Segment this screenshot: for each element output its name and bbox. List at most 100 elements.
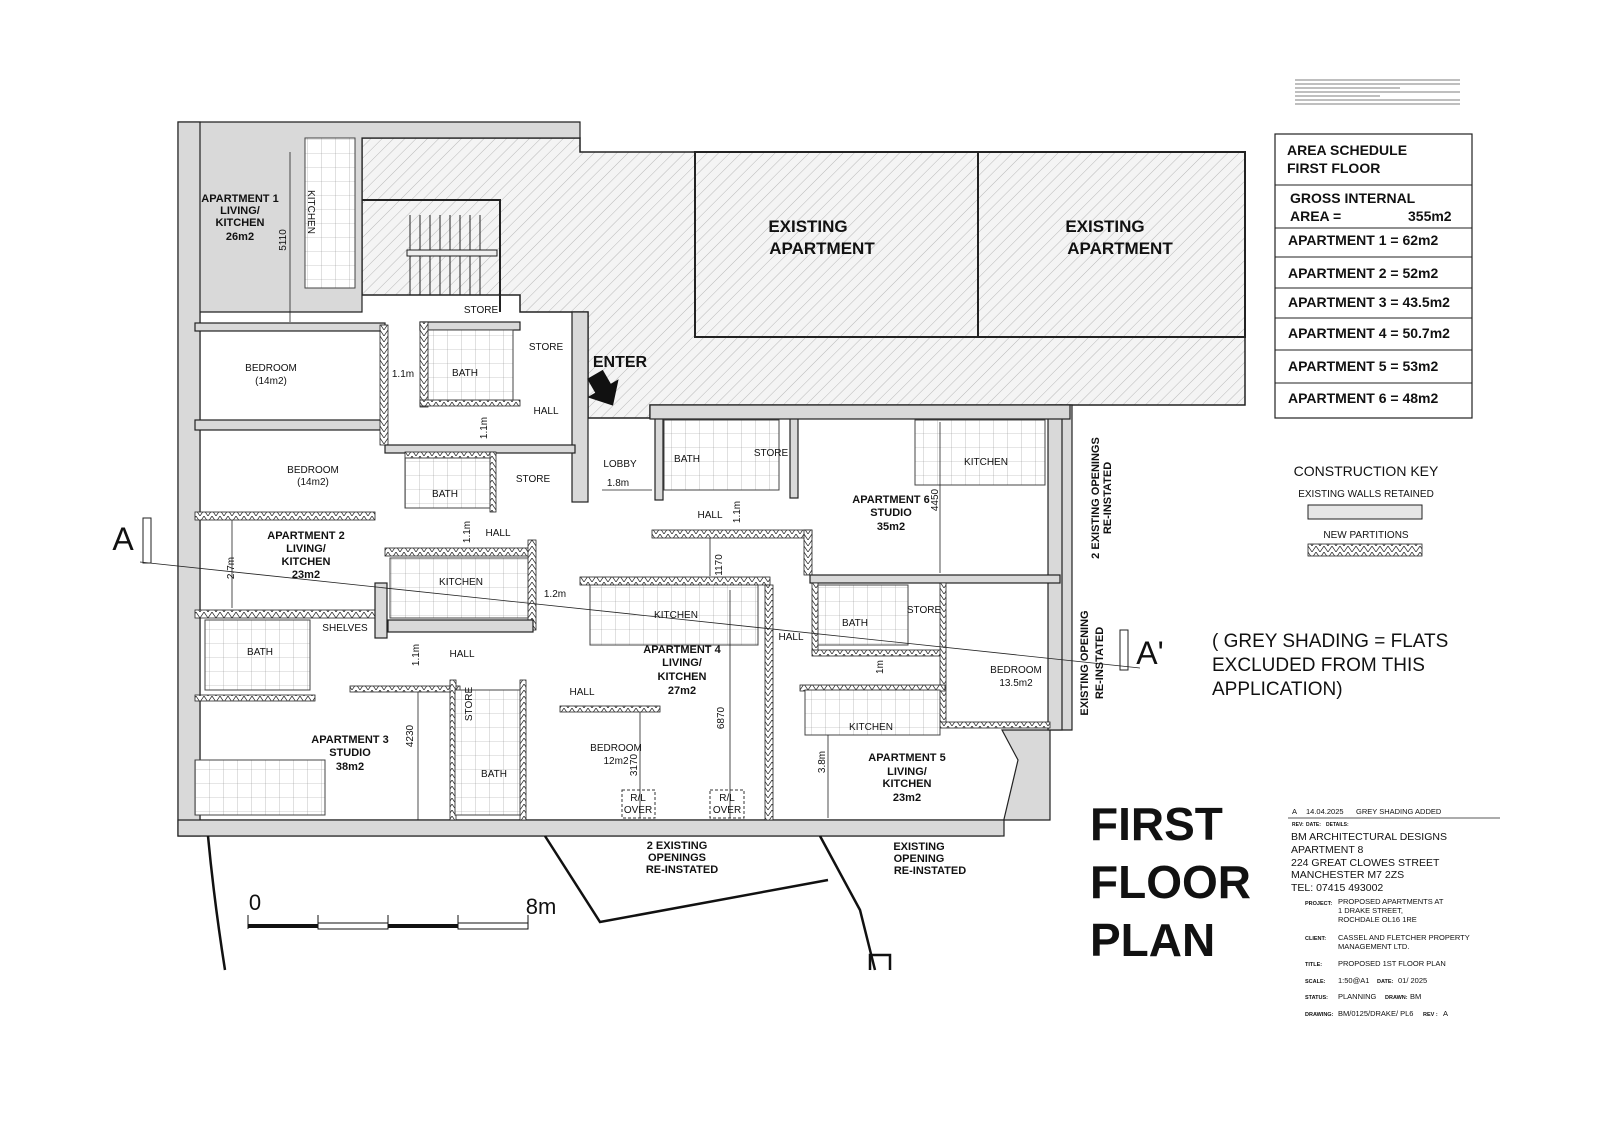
drawing-text: FIRST	[1090, 798, 1223, 850]
drawing-text: DATE:	[1306, 822, 1321, 828]
drawing-text: KITCHEN	[883, 778, 932, 790]
section-end-label: A'	[1136, 635, 1163, 671]
rooflight-over: R/L OVER	[709, 789, 745, 819]
drawing-text: RE-INSTATED	[894, 865, 966, 877]
drawing-text: LIVING/	[887, 766, 927, 778]
drawing-text: 2 EXISTING	[647, 840, 708, 852]
dimension-lines	[231, 152, 941, 820]
drawing-text: RE-INSTATED	[646, 864, 718, 876]
drawing-title: FIRST FLOOR PLAN	[1090, 798, 1251, 966]
drawing-text: APPLICATION)	[1212, 679, 1343, 700]
drawing-text: APARTMENT 4	[643, 644, 721, 656]
room-apartment-6: APARTMENT 6 STUDIO 35m2	[852, 494, 929, 533]
drawing-text: TITLE:	[1305, 962, 1322, 968]
drawing-text: STUDIO	[329, 747, 371, 759]
drawing-text: OPENING	[894, 853, 945, 865]
gross-area-label: AREA =	[1290, 208, 1341, 224]
bath-label: BATH	[432, 489, 458, 500]
drawing-text: 26m2	[226, 231, 254, 243]
bedroom-label: BEDROOM	[990, 665, 1042, 676]
drawing-text: REV:	[1292, 822, 1304, 828]
enter-label: ENTER	[593, 354, 648, 371]
drawing-text: 2 EXISTING OPENINGS	[1090, 437, 1102, 559]
kitchen-label: KITCHEN	[654, 610, 698, 621]
scale-bar: 0 8m	[247, 890, 557, 930]
kitchen-label: KITCHEN	[439, 577, 483, 588]
hall-label: HALL	[449, 649, 474, 660]
existing-apartment-label: APARTMENT	[769, 239, 875, 258]
dimension-label: 2.7m	[226, 557, 237, 579]
drawing-text: FLOOR	[1090, 856, 1251, 908]
schedule-row: APARTMENT 5 = 53m2	[1288, 358, 1438, 374]
schedule-title: FIRST FLOOR	[1287, 160, 1380, 176]
bath-label: BATH	[452, 368, 478, 379]
drawing-text: 1 DRAKE STREET,	[1338, 906, 1403, 915]
drawing-text: STUDIO	[870, 507, 912, 519]
drawing-text: 01/ 2025	[1398, 976, 1427, 985]
drawing-text: KITCHEN	[282, 556, 331, 568]
schedule-title: AREA SCHEDULE	[1287, 142, 1407, 158]
interior-walls	[194, 311, 1071, 821]
dimension-label: 3170	[629, 753, 640, 776]
section-line-a	[139, 517, 1141, 671]
construction-key: CONSTRUCTION KEY EXISTING WALLS RETAINED…	[1294, 463, 1439, 557]
bath-label: BATH	[481, 769, 507, 780]
drawing-text: 35m2	[877, 521, 905, 533]
drawing-text: APARTMENT 8	[1291, 844, 1364, 856]
bedroom-area: 13.5m2	[999, 678, 1033, 689]
site-boundary-lines	[206, 835, 892, 971]
drawing-text: RE-INSTATED	[1094, 627, 1106, 699]
drawing-text: 1:50@A1	[1338, 976, 1369, 985]
scale-end: 8m	[526, 894, 557, 919]
dimension-label: 1m	[875, 660, 886, 674]
enter-arrow-icon	[587, 369, 619, 406]
dimension-label: 4450	[930, 488, 941, 511]
existing-apartment-label: EXISTING	[1065, 217, 1144, 236]
store-label: STORE	[907, 605, 942, 616]
openings-note-east-2: EXISTING OPENING RE-INSTATED	[1079, 610, 1106, 715]
drawing-text: ( GREY SHADING = FLATS	[1212, 631, 1448, 652]
drawing-text: EXISTING WALLS RETAINED	[1298, 489, 1434, 500]
grey-shading-note: ( GREY SHADING = FLATS EXCLUDED FROM THI…	[1212, 631, 1448, 700]
drawing-text: OVER	[624, 805, 652, 816]
bedroom-label: BEDROOM	[590, 743, 642, 754]
hall-label: HALL	[533, 406, 558, 417]
openings-note-south-2: EXISTING OPENING RE-INSTATED	[893, 841, 966, 877]
drawing-text: LIVING/	[220, 205, 260, 217]
drawing-text: KITCHEN	[658, 671, 707, 683]
drawing-text: DRAWING:	[1305, 1012, 1334, 1018]
drawing-text: PLANNING	[1338, 992, 1377, 1001]
external-walls	[177, 121, 1073, 837]
drawing-text: OPENINGS	[648, 852, 706, 864]
drawing-text: APARTMENT 5	[868, 752, 945, 764]
drawing-text: NEW PARTITIONS	[1323, 530, 1409, 541]
store-label: STORE	[754, 448, 789, 459]
drawing-text: BM/0125/DRAKE/ PL6	[1338, 1009, 1413, 1018]
dimension-label: 5110	[278, 229, 289, 251]
store-label: STORE	[464, 687, 475, 722]
kitchen-label: KITCHEN	[305, 190, 316, 234]
dimension-label: 1.1m	[392, 369, 414, 380]
drawing-text: 38m2	[336, 761, 364, 773]
drawing-text: CLIENT:	[1305, 936, 1326, 942]
drawing-text: CASSEL AND FLETCHER PROPERTY	[1338, 933, 1470, 942]
room-apartment-3: APARTMENT 3 STUDIO 38m2	[311, 734, 388, 773]
drawing-text: RE-INSTATED	[1102, 462, 1114, 534]
drawing-text: PROPOSED APARTMENTS AT	[1338, 897, 1444, 906]
dimension-label: 1.1m	[479, 417, 490, 439]
gross-area-value: 355m2	[1408, 208, 1452, 224]
drawing-text: APARTMENT 6	[852, 494, 929, 506]
hall-label: HALL	[485, 528, 510, 539]
drawing-text: 27m2	[668, 685, 696, 697]
room-apartment-5: APARTMENT 5 LIVING/ KITCHEN 23m2	[868, 752, 945, 804]
drawing-text: EXISTING	[893, 841, 944, 853]
existing-apartment-label: APARTMENT	[1067, 239, 1173, 258]
tiled-areas	[194, 137, 1046, 816]
drawing-text: PROPOSED 1ST FLOOR PLAN	[1338, 959, 1446, 968]
scale-start: 0	[249, 890, 261, 915]
lobby-label: LOBBY	[603, 459, 637, 470]
schedule-row: APARTMENT 1 = 62m2	[1288, 232, 1438, 248]
openings-note-south-1: 2 EXISTING OPENINGS RE-INSTATED	[646, 840, 718, 876]
drawing-text: TEL: 07415 493002	[1291, 882, 1383, 894]
drawing-text: BM	[1410, 992, 1421, 1001]
